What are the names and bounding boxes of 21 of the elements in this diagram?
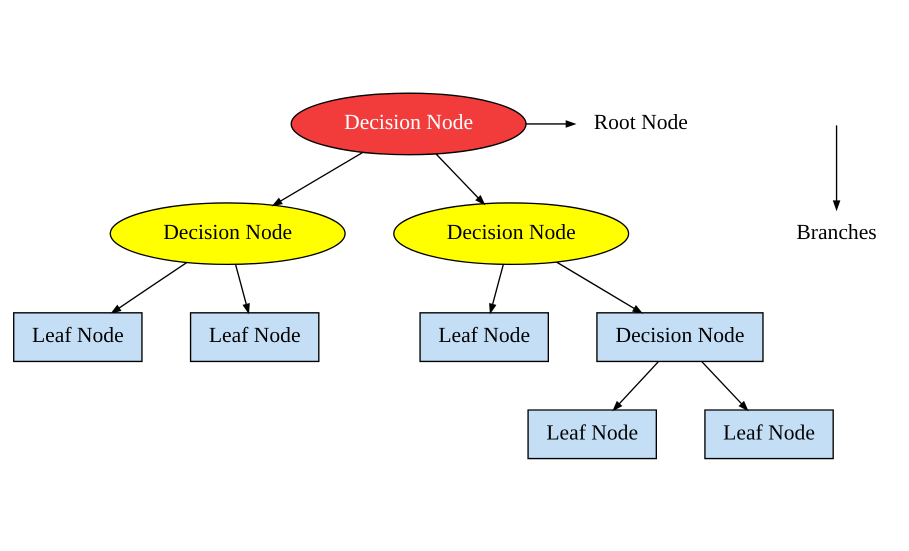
arrow	[832, 124, 840, 211]
arrow	[110, 261, 188, 314]
node-box: Leaf Node	[527, 408, 657, 459]
node-box: Leaf Node	[13, 312, 143, 362]
arrow	[701, 360, 749, 411]
arrow	[234, 263, 250, 314]
node-text: Root Node	[594, 110, 688, 134]
arrow	[272, 151, 364, 206]
node-box: Leaf Node	[419, 312, 549, 362]
node-box: Decision Node	[596, 312, 764, 362]
node-text: Branches	[796, 219, 877, 244]
node-box: Leaf Node	[704, 408, 834, 459]
arrow	[612, 360, 659, 411]
arrow	[556, 260, 644, 314]
arrow	[436, 153, 486, 205]
node-box: Leaf Node	[190, 312, 320, 362]
node-ellipse: Decision Node	[110, 202, 346, 265]
arrow	[526, 120, 576, 128]
node-ellipse: Decision Node	[290, 92, 527, 155]
node-ellipse: Decision Node	[393, 202, 630, 265]
arrow	[489, 263, 504, 314]
